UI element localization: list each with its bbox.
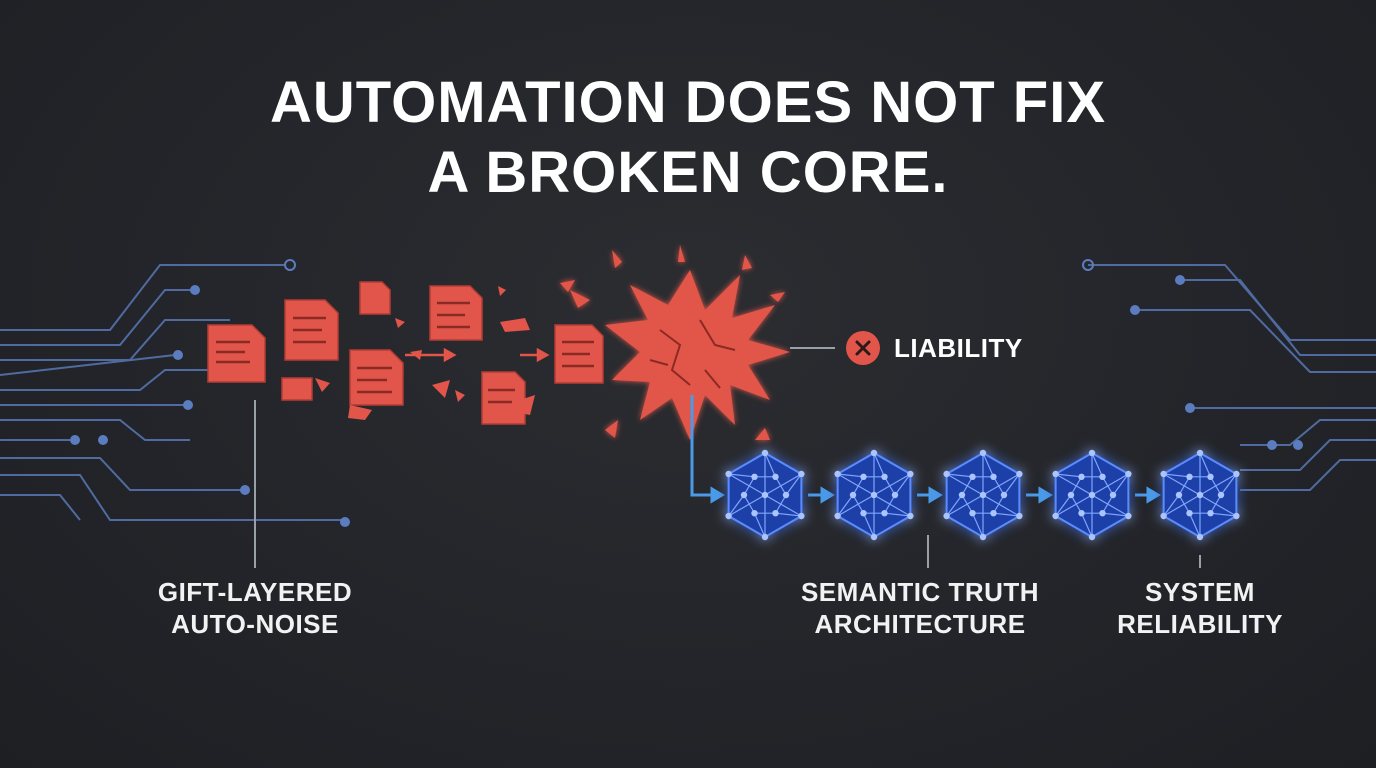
document-icon bbox=[349, 349, 404, 406]
system-reliability-label: SYSTEM RELIABILITY bbox=[1100, 576, 1300, 640]
semantic-truth-label: SEMANTIC TRUTH ARCHITECTURE bbox=[780, 576, 1060, 640]
left-circuit-traces bbox=[0, 264, 345, 521]
document-icon bbox=[207, 324, 266, 383]
crystal-network-icon bbox=[834, 449, 914, 541]
crystal-network-icon bbox=[725, 449, 805, 541]
left-circuit-nodes bbox=[70, 259, 350, 527]
document-fragments bbox=[315, 286, 535, 420]
document-icon bbox=[281, 377, 313, 401]
explosion-icon bbox=[560, 245, 790, 440]
auto-noise-label-line-2: AUTO-NOISE bbox=[171, 609, 339, 639]
liability-label: LIABILITY bbox=[894, 332, 1023, 363]
document-icon bbox=[481, 371, 526, 425]
semantic-truth-label-line-1: SEMANTIC TRUTH bbox=[800, 577, 1040, 607]
document-lines bbox=[216, 301, 594, 404]
leader-lines bbox=[254, 347, 1201, 568]
flow-arrows-red bbox=[405, 347, 550, 363]
semantic-truth-label-line-2: ARCHITECTURE bbox=[814, 609, 1026, 639]
document-icon bbox=[429, 285, 483, 341]
crystal-network-icon bbox=[1160, 449, 1240, 541]
headline-line-1: AUTOMATION DOES NOT FIX bbox=[269, 70, 1107, 135]
system-reliability-label-line-1: SYSTEM bbox=[1145, 577, 1255, 607]
document-icon bbox=[359, 281, 391, 315]
auto-noise-label-line-1: GIFT-LAYERED bbox=[157, 577, 353, 607]
headline-line-2: A BROKEN CORE. bbox=[427, 140, 949, 205]
connector-blue bbox=[690, 395, 1161, 504]
liability-callout: LIABILITY bbox=[846, 330, 1023, 366]
x-circle-icon bbox=[846, 331, 880, 365]
right-circuit-nodes bbox=[1082, 259, 1303, 450]
auto-noise-label: GIFT-LAYERED AUTO-NOISE bbox=[130, 576, 380, 640]
crystal-network-icon bbox=[1052, 449, 1132, 541]
system-reliability-label-line-2: RELIABILITY bbox=[1117, 609, 1283, 639]
crystal-nodes bbox=[725, 449, 1240, 541]
right-circuit-traces bbox=[1088, 264, 1376, 491]
crystal-network-icon bbox=[943, 449, 1023, 541]
